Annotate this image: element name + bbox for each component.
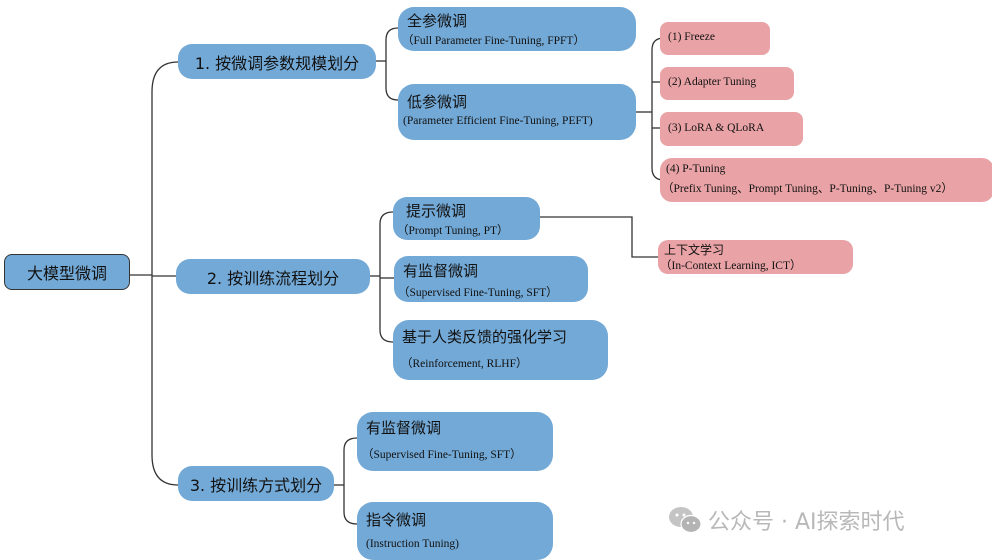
category-training-method: 3. 按训练方式划分 <box>178 466 334 501</box>
method-peft: 低参微调 (Parameter Efficient Fine-Tuning, P… <box>398 84 636 140</box>
peft-type-p-tuning: (4) P-Tuning （Prefix Tuning、Prompt Tunin… <box>660 158 992 202</box>
method-title: 基于人类反馈的强化学习 <box>402 328 568 346</box>
category-label: 1. 按微调参数规模划分 <box>194 53 360 73</box>
peft-type-freeze: (1) Freeze <box>660 22 770 55</box>
method-title: 低参微调 <box>407 93 468 111</box>
category-label: 3. 按训练方式划分 <box>189 475 323 495</box>
ict-node: 上下文学习 （In-Context Learning, ICT） <box>658 240 853 274</box>
category-training-process: 2. 按训练流程划分 <box>176 259 370 294</box>
peft-type-label: (2) Adapter Tuning <box>668 76 757 88</box>
method-subtitle: （Reinforcement, RLHF） <box>401 358 528 370</box>
method-title: 有监督微调 <box>403 262 479 280</box>
method-sft: 有监督微调 （Supervised Fine-Tuning, SFT） <box>394 256 588 302</box>
peft-type-label: (3) LoRA & QLoRA <box>668 122 765 134</box>
ict-subtitle: （In-Context Learning, ICT） <box>660 260 802 272</box>
method-subtitle: (Instruction Tuning) <box>366 538 459 550</box>
watermark-text: 公众号 · AI探索时代 <box>708 510 905 535</box>
peft-type-detail: （Prefix Tuning、Prompt Tuning、P-Tuning、P-… <box>662 183 953 195</box>
peft-type-label: (4) P-Tuning <box>666 163 726 175</box>
method-title: 有监督微调 <box>366 419 442 437</box>
method-subtitle: （Supervised Fine-Tuning, SFT） <box>398 287 558 299</box>
method-subtitle: （Full Parameter Fine-Tuning, FPFT） <box>402 35 585 47</box>
watermark: 公众号 · AI探索时代 <box>668 503 905 537</box>
root-node: 大模型微调 <box>4 254 130 290</box>
method-subtitle: (Parameter Efficient Fine-Tuning, PEFT) <box>403 115 593 127</box>
method-sft-training-method: 有监督微调 （Supervised Fine-Tuning, SFT） <box>357 412 553 471</box>
method-title: 指令微调 <box>366 511 427 529</box>
method-full-parameter: 全参微调 （Full Parameter Fine-Tuning, FPFT） <box>398 7 636 51</box>
wechat-icon <box>669 507 702 534</box>
method-title: 全参微调 <box>407 12 468 30</box>
category-parameter-scale: 1. 按微调参数规模划分 <box>178 44 376 79</box>
peft-type-adapter: (2) Adapter Tuning <box>660 67 794 100</box>
method-rlhf: 基于人类反馈的强化学习 （Reinforcement, RLHF） <box>393 320 608 380</box>
root-label: 大模型微调 <box>26 264 107 283</box>
method-instruction-tuning: 指令微调 (Instruction Tuning) <box>357 502 553 560</box>
method-subtitle: （Supervised Fine-Tuning, SFT） <box>362 449 522 461</box>
method-title: 提示微调 <box>406 202 467 220</box>
peft-type-lora: (3) LoRA & QLoRA <box>660 112 803 146</box>
method-prompt-tuning: 提示微调 （Prompt Tuning, PT） <box>393 197 540 240</box>
method-subtitle: （Prompt Tuning, PT） <box>397 225 509 237</box>
peft-type-label: (1) Freeze <box>668 31 715 43</box>
category-label: 2. 按训练流程划分 <box>206 268 340 288</box>
ict-title: 上下文学习 <box>664 243 725 257</box>
